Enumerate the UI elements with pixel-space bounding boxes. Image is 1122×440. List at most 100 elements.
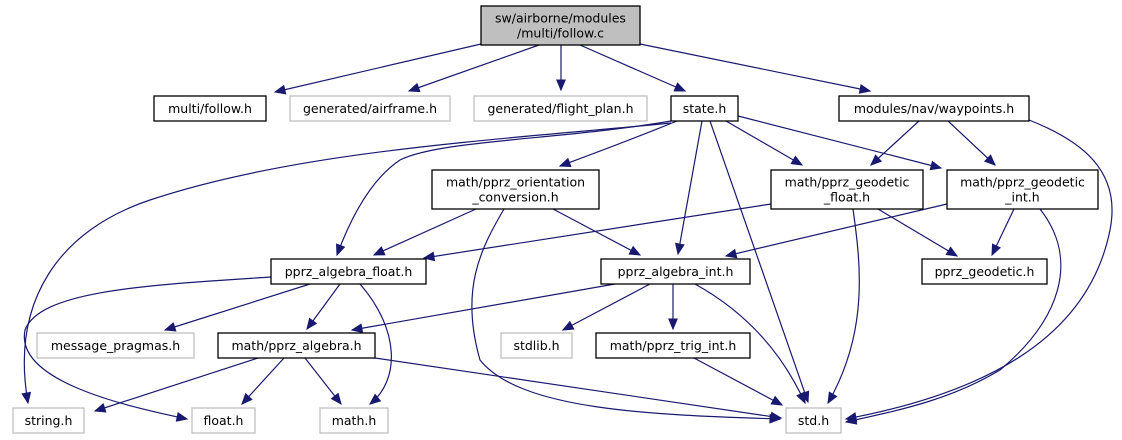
edge-line (359, 283, 392, 405)
node-algebra-float-h[interactable]: pprz_algebra_float.h (270, 258, 427, 285)
node-algebra-int-h[interactable]: pprz_algebra_int.h (600, 258, 751, 285)
edge-line (725, 120, 803, 166)
arrowhead-icon (372, 246, 386, 256)
arrowhead-icon (983, 154, 996, 166)
edge-orientation-h-to-std-h (471, 208, 782, 424)
node-box (785, 407, 842, 434)
arrowhead-icon (306, 317, 318, 331)
node-follow-c[interactable]: sw/airborne/modules/multi/follow.c (480, 5, 641, 46)
nodes-layer: sw/airborne/modules/multi/follow.c multi/… (12, 5, 1099, 434)
node-follow-h[interactable]: multi/follow.h (153, 95, 267, 122)
edge-follow-c-to-follow-h (273, 43, 482, 95)
edge-line (562, 283, 651, 331)
node-label: math/pprz_algebra.h (231, 338, 361, 353)
edge-algebra-h-to-string-h (93, 357, 259, 413)
edge-follow-c-to-airframe-h (407, 44, 540, 93)
node-label: pprz_algebra_float.h (285, 264, 413, 279)
node-string-h: string.h (12, 407, 85, 434)
arrowhead-icon (628, 245, 642, 256)
edge-line (693, 357, 783, 406)
node-waypoints-h[interactable]: modules/nav/waypoints.h (838, 95, 1030, 122)
node-box (946, 169, 1099, 210)
edge-geodetic-int-h-to-algebra-int-h (724, 203, 948, 259)
arrowhead-icon (668, 318, 678, 331)
node-std-h: std.h (785, 407, 842, 434)
edge-line (639, 43, 871, 92)
node-geodetic-float-h[interactable]: math/pprz_geodetic_float.h (770, 169, 924, 210)
node-box (217, 332, 376, 359)
edge-line (677, 120, 703, 255)
edge-orientation-h-to-algebra-float-h (372, 208, 477, 256)
edge-follow-c-to-flight-plan-h (556, 45, 566, 92)
edge-algebra-int-h-to-stdlib-h (561, 283, 651, 331)
edge-line (94, 357, 259, 412)
node-airframe-h: generated/airframe.h (289, 95, 451, 122)
arrowhead-icon (175, 411, 189, 422)
node-label: _conversion.h (471, 190, 558, 205)
node-float-h: float.h (191, 407, 256, 434)
arrowhead-icon (929, 160, 943, 171)
arrowhead-icon (858, 84, 872, 94)
edge-line (827, 208, 860, 404)
arrowhead-icon (674, 242, 685, 256)
edge-line (274, 43, 482, 93)
node-label: _float.h (823, 190, 870, 205)
edge-line (870, 120, 920, 166)
edge-trig-int-h-to-std-h (693, 357, 784, 406)
node-label: math/pprz_orientation (446, 175, 585, 190)
arrowhead-icon (796, 391, 806, 405)
node-orientation-h[interactable]: math/pprz_orientation_conversion.h (431, 169, 600, 210)
node-box (36, 332, 195, 359)
arrowhead-icon (350, 323, 364, 334)
edge-algebra-h-to-math-h (304, 357, 342, 406)
edge-line (471, 208, 781, 420)
node-algebra-h[interactable]: math/pprz_algebra.h (217, 332, 376, 359)
edge-line (408, 44, 540, 92)
node-label: generated/airframe.h (303, 101, 437, 116)
arrowhead-icon (273, 84, 287, 95)
node-label: pprz_geodetic.h (935, 264, 1035, 279)
edge-algebra-int-h-to-std-h (694, 283, 806, 405)
arrowhead-icon (330, 392, 342, 406)
arrowhead-icon (336, 243, 346, 257)
edge-follow-c-to-state-h (579, 44, 687, 92)
node-geodetic-h[interactable]: pprz_geodetic.h (921, 258, 1048, 285)
edge-algebra-float-h-to-algebra-h (306, 283, 341, 331)
node-math-h: math.h (319, 407, 389, 434)
arrowhead-icon (724, 248, 738, 259)
node-box (480, 5, 641, 46)
node-trig-int-h[interactable]: math/pprz_trig_int.h (595, 332, 751, 359)
arrowhead-icon (561, 320, 575, 331)
node-geodetic-int-h[interactable]: math/pprz_geodetic_int.h (946, 169, 1099, 210)
edge-line (947, 120, 996, 166)
edge-algebra-int-h-to-trig-int-h (668, 284, 678, 331)
node-label: _int.h (1004, 190, 1039, 205)
node-label: /multi/follow.c (517, 26, 604, 41)
edge-orientation-h-to-algebra-int-h (552, 208, 642, 256)
node-box (319, 407, 389, 434)
edge-algebra-h-to-float-h (241, 357, 285, 405)
arrowhead-icon (945, 246, 959, 257)
node-label: math/pprz_geodetic (785, 175, 910, 190)
arrowhead-icon (673, 82, 687, 92)
node-label: std.h (798, 413, 829, 428)
edge-line (725, 203, 948, 257)
edge-state-h-to-geodetic-int-h (737, 115, 943, 171)
arrowhead-icon (790, 155, 804, 166)
arrowhead-icon (368, 393, 382, 405)
edge-geodetic-int-h-to-std-h (844, 208, 1062, 425)
node-box (12, 407, 85, 434)
edge-waypoints-h-to-geodetic-float-h (870, 120, 920, 166)
node-box (921, 258, 1048, 285)
node-state-h[interactable]: state.h (670, 95, 739, 122)
edge-line (552, 208, 641, 256)
node-label: multi/follow.h (168, 101, 252, 116)
node-box (289, 95, 451, 122)
edge-line (351, 283, 616, 331)
arrowhead-icon (558, 157, 572, 168)
node-box (595, 332, 751, 359)
node-box (431, 169, 600, 210)
edge-algebra-float-h-to-message-pragmas-h (163, 283, 311, 332)
node-stdlib-h: stdlib.h (500, 332, 573, 359)
